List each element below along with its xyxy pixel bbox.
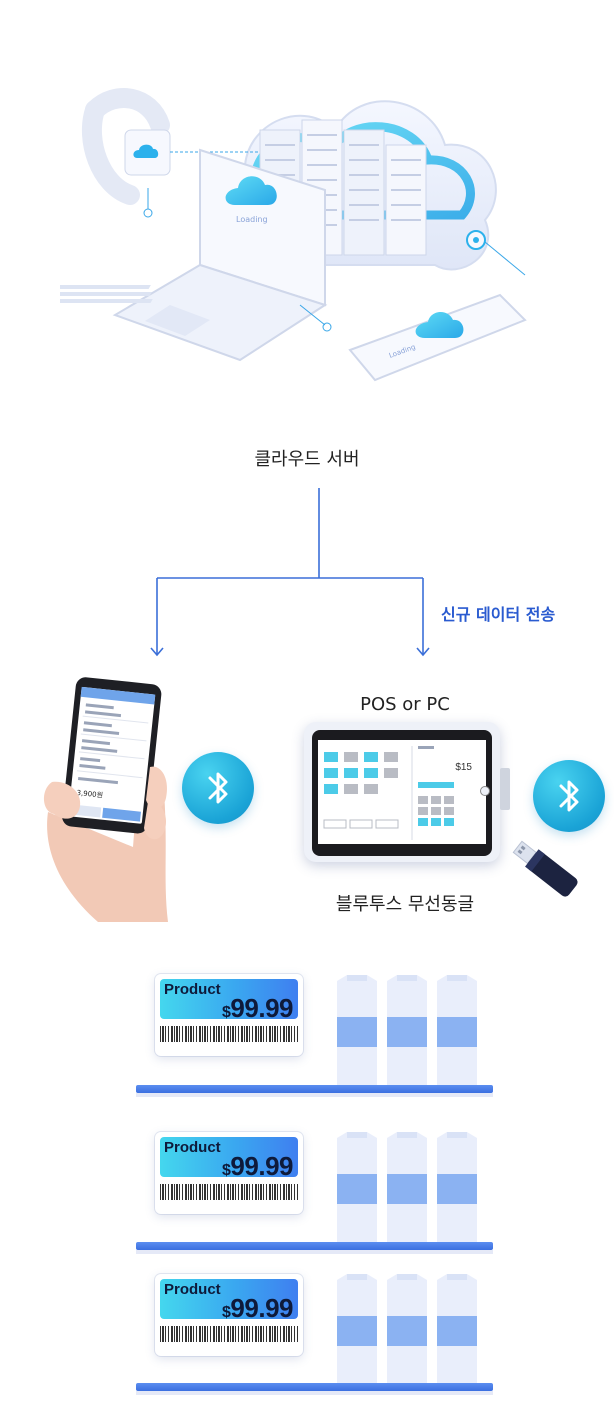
barcode	[160, 1326, 298, 1342]
milk-cartons	[337, 1274, 477, 1384]
cloud-server-illustration: Loading Loading	[60, 88, 527, 382]
pos-home-button	[480, 786, 490, 796]
price-tag: Product $99.99	[155, 1274, 303, 1356]
pos-terminal: $15	[304, 722, 500, 862]
price-tag: Product $99.99	[155, 1132, 303, 1214]
currency-symbol: $	[222, 1004, 231, 1021]
bluetooth-badge-phone	[182, 752, 254, 824]
smartwatch	[81, 88, 260, 218]
mobile-device: Loading	[348, 230, 527, 382]
price-value: 99.99	[230, 993, 293, 1023]
product-name: Product	[164, 1281, 221, 1298]
pos-price-text: $15	[455, 762, 472, 773]
shelf-shadow	[136, 1391, 493, 1395]
arrow-down-icon	[150, 647, 164, 657]
bluetooth-badge-pos	[533, 760, 605, 832]
phone-in-hand-illustration: 3,900원	[43, 677, 168, 922]
shelf	[136, 1085, 493, 1093]
shelf	[136, 1383, 493, 1391]
product-price: $99.99	[222, 1151, 293, 1182]
barcode	[160, 1026, 298, 1042]
price-tag: Product $99.99	[155, 974, 303, 1056]
product-name: Product	[164, 1139, 221, 1156]
currency-symbol: $	[222, 1304, 231, 1321]
pos-screen: $15	[318, 740, 486, 844]
connector-lines	[150, 488, 430, 657]
product-price: $99.99	[222, 993, 293, 1024]
product-price: $99.99	[222, 1293, 293, 1324]
milk-cartons	[337, 1132, 477, 1244]
price-value: 99.99	[230, 1293, 293, 1323]
usb-dongle-icon	[512, 840, 578, 897]
dongle-label: 블루투스 무선동글	[335, 894, 475, 915]
transfer-label: 신규 데이터 전송	[441, 605, 556, 624]
barcode	[160, 1184, 298, 1200]
shelf-shadow	[136, 1093, 493, 1097]
bluetooth-icon	[559, 780, 579, 812]
product-name: Product	[164, 981, 221, 998]
loading-text-laptop: Loading	[236, 215, 268, 224]
bluetooth-icon	[208, 772, 228, 804]
shelf	[136, 1242, 493, 1250]
cloud-server-label: 클라우드 서버	[254, 449, 360, 470]
pos-label: POS or PC	[360, 694, 450, 715]
pos-card-reader	[500, 768, 510, 810]
price-value: 99.99	[230, 1151, 293, 1181]
arrow-down-icon	[416, 647, 430, 657]
shelf-shadow	[136, 1250, 493, 1254]
laptop: Loading	[60, 148, 332, 362]
phone-total-text: 3,900원	[76, 788, 103, 800]
milk-cartons	[337, 975, 477, 1087]
currency-symbol: $	[222, 1162, 231, 1179]
